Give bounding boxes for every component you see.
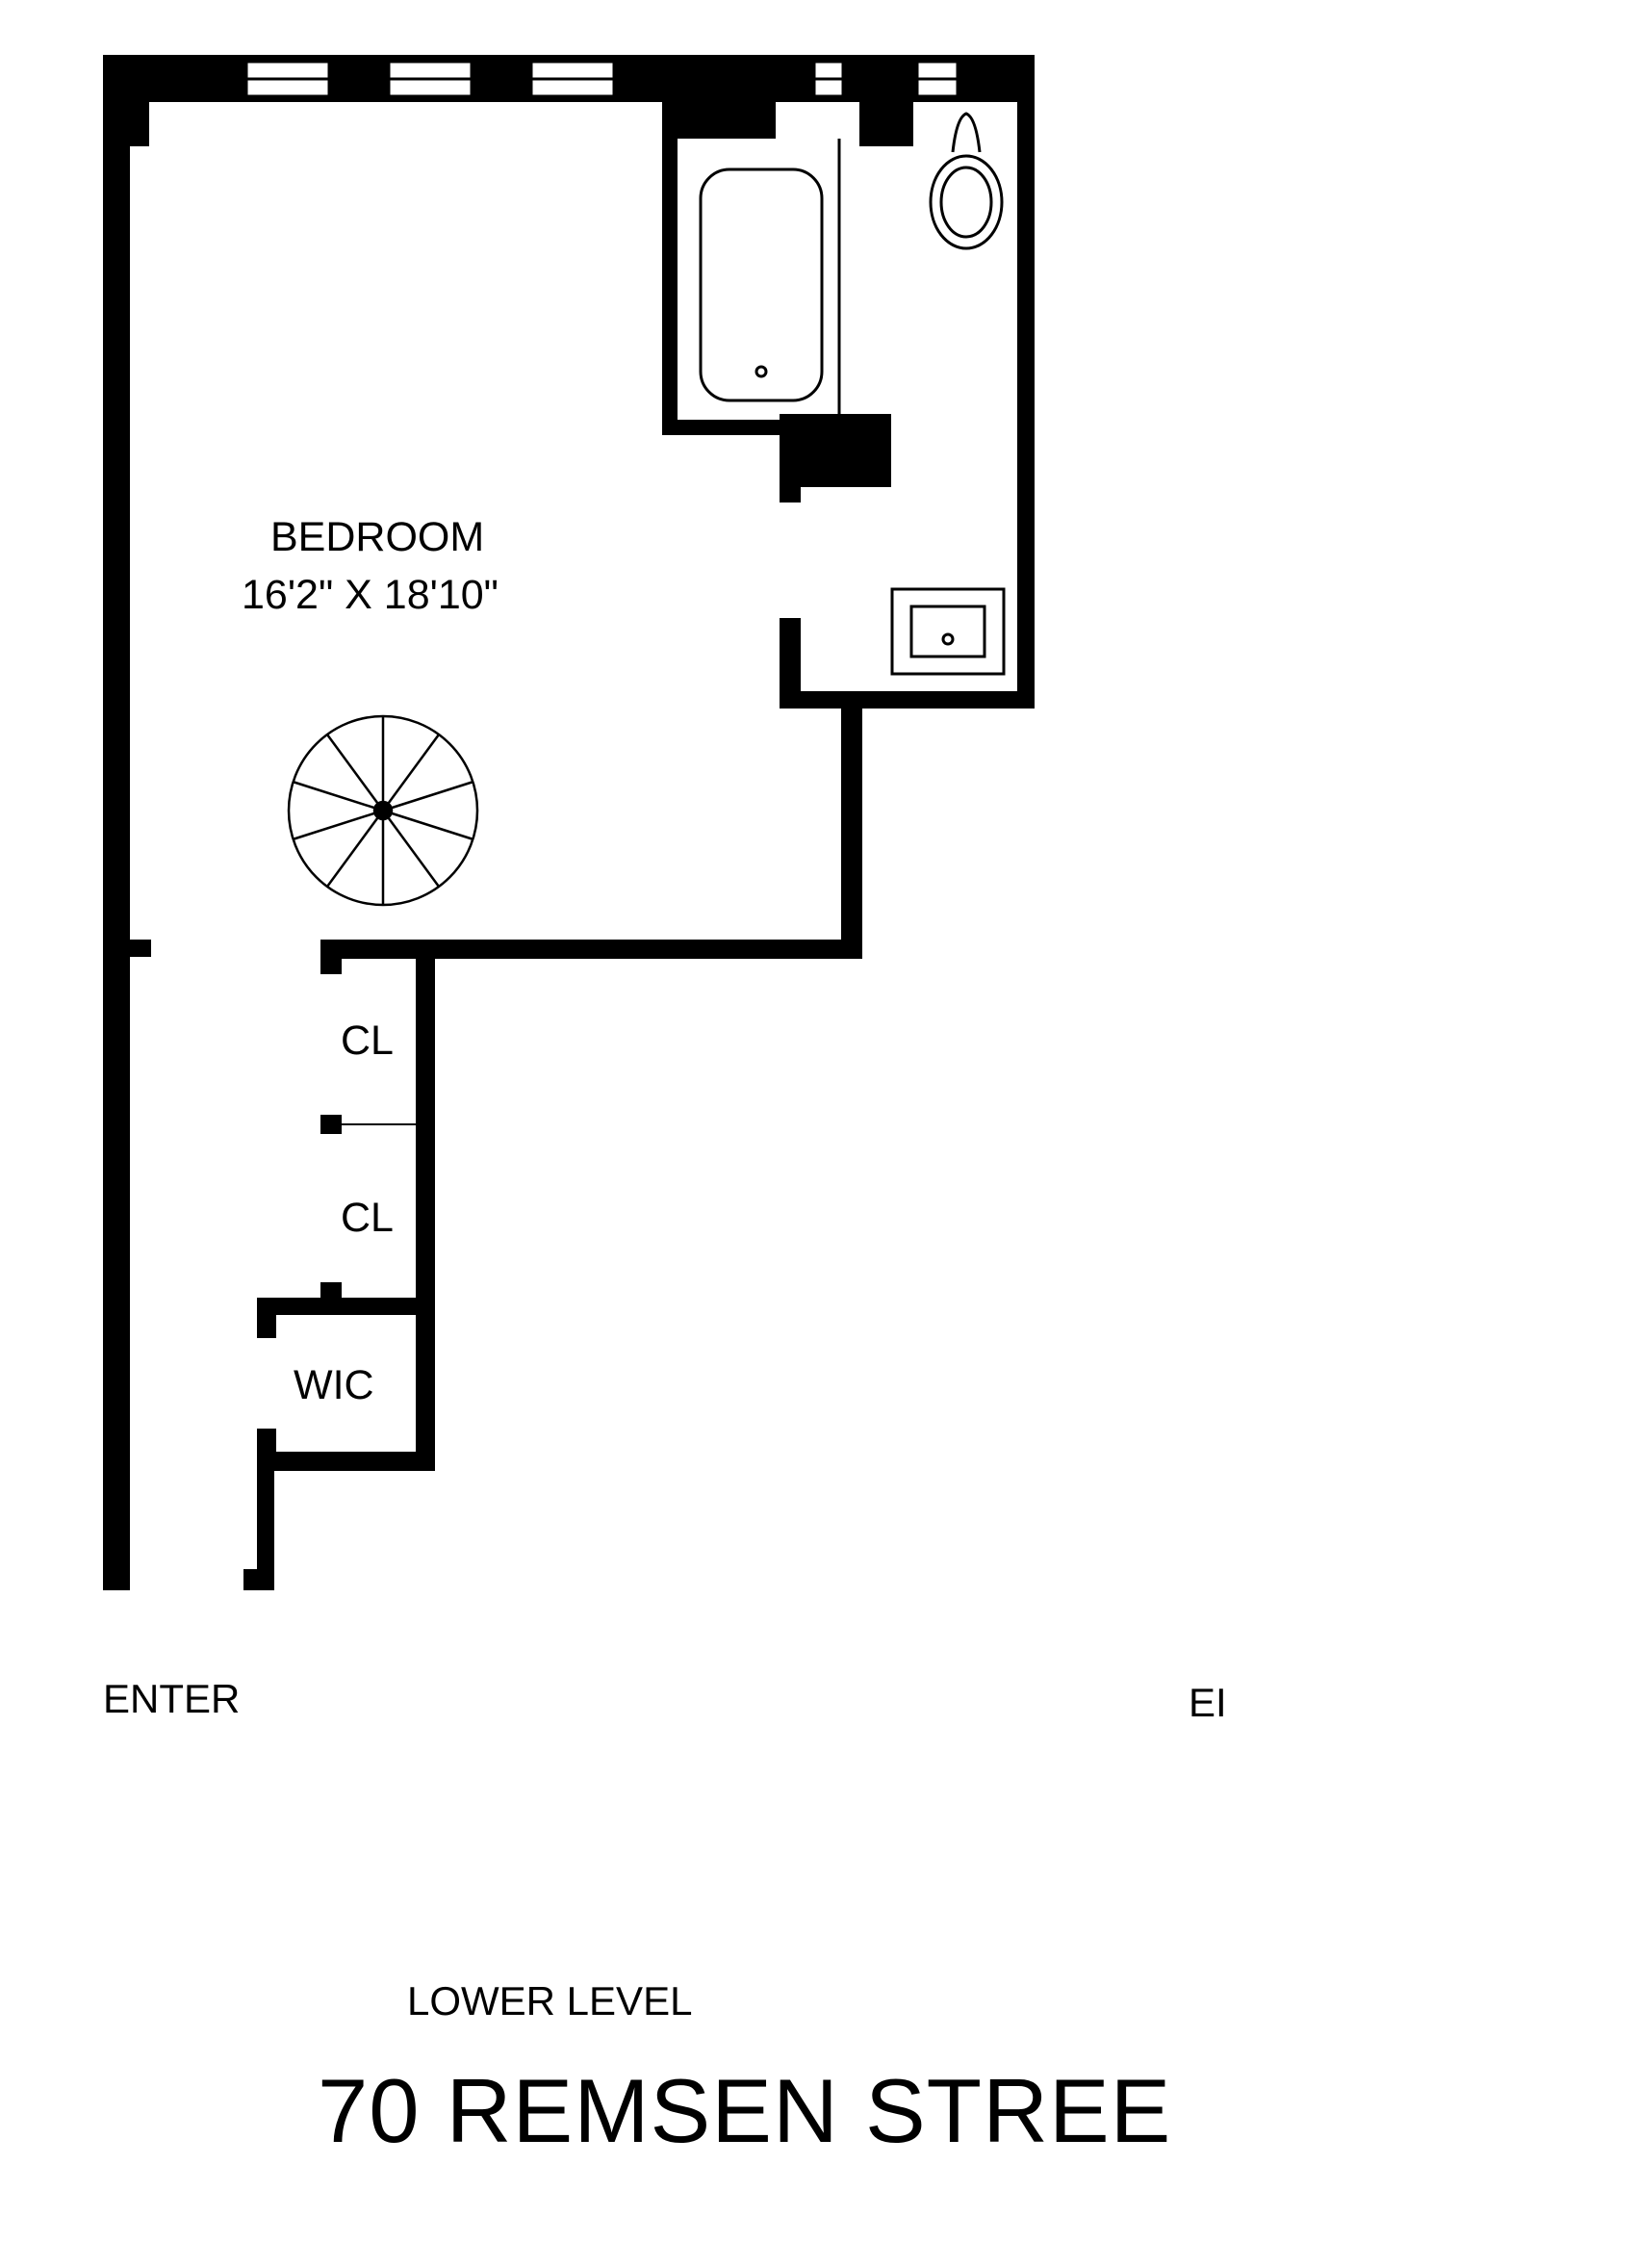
- spiral-staircase: [287, 714, 479, 907]
- wic-bottom-wall: [257, 1452, 435, 1471]
- fixtures: [699, 112, 1006, 676]
- enter-label-left: ENTER: [103, 1676, 241, 1721]
- bedroom-bottom-wall: [418, 940, 862, 959]
- bedroom-label: BEDROOM: [270, 514, 485, 560]
- entry-corridor-wall: [257, 1452, 274, 1590]
- bath-door-jamb-lower: [780, 618, 801, 709]
- toilet-bowl-inner: [939, 166, 993, 239]
- closet-divider-jamb: [320, 1115, 342, 1134]
- enter-label-right: EI: [1189, 1680, 1227, 1725]
- bath-pier-top: [662, 96, 776, 139]
- entry-left-post: [103, 1569, 128, 1590]
- closet-corner-jamb: [320, 940, 342, 974]
- bath-bottom-wall: [780, 691, 1035, 709]
- closet-corner-left: [320, 940, 436, 959]
- tub-alcove-bottom-wall: [662, 420, 791, 435]
- address-title: 70 REMSEN STREE: [318, 2060, 1172, 2161]
- bath-door-jamb-upper: [780, 414, 801, 503]
- bedroom-dimensions: 16'2" X 18'10": [242, 572, 499, 618]
- closet-lower-label: CL: [341, 1195, 394, 1241]
- bedroom-right-wall: [841, 691, 862, 959]
- wic-top-wall: [257, 1298, 435, 1315]
- toilet-pier: [859, 96, 913, 146]
- bathtub: [699, 168, 824, 402]
- wic-top-left-stub: [257, 1298, 276, 1338]
- toilet-tank: [951, 112, 982, 153]
- right-exterior-wall: [1017, 55, 1035, 708]
- windows: [244, 60, 959, 98]
- sink-drain: [941, 632, 955, 646]
- closet-upper-label: CL: [341, 1018, 394, 1064]
- wic-label: WIC: [294, 1362, 374, 1408]
- sink-inner: [909, 605, 986, 658]
- tub-drain: [755, 365, 768, 378]
- left-wall-stub: [103, 940, 151, 957]
- level-label: LOWER LEVEL: [407, 1978, 693, 2023]
- sink-outer: [890, 587, 1006, 676]
- toilet-bowl-outer: [929, 154, 1004, 250]
- closets-right-wall: [416, 940, 435, 1471]
- walls: [103, 55, 1035, 1590]
- entry-right-post: [243, 1569, 274, 1590]
- left-exterior-wall: [103, 55, 130, 1590]
- tub-alcove-left-wall: [662, 96, 678, 435]
- left-wall-pier-top: [103, 55, 149, 146]
